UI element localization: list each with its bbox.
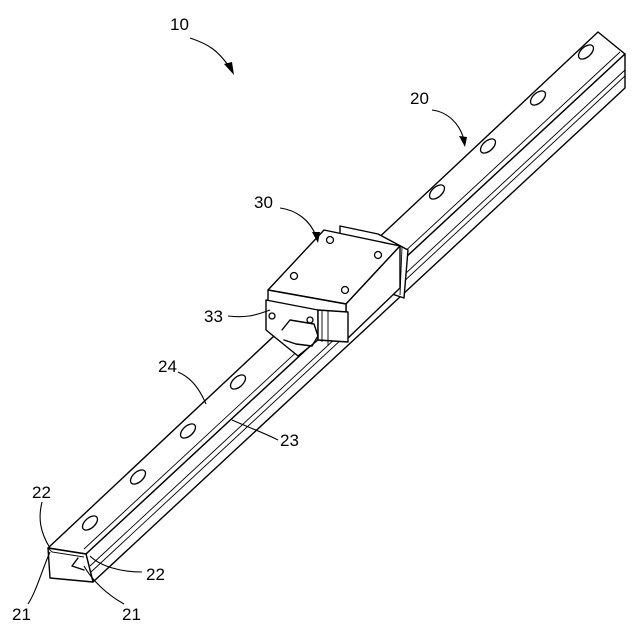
leader-assembly — [190, 38, 230, 68]
leader-end-seal — [228, 310, 270, 317]
label-block: 30 — [254, 193, 273, 212]
label-lower-right: 21 — [122, 605, 141, 624]
block-bolt-hole — [291, 273, 298, 280]
leader-block — [280, 208, 316, 236]
label-top-face: 24 — [158, 357, 177, 376]
leader-lower-left — [28, 552, 50, 604]
end-seal-screw-hole — [307, 317, 313, 323]
label-side-groove: 23 — [280, 431, 299, 450]
label-lower-left: 21 — [12, 605, 31, 624]
leader-rail — [432, 110, 464, 140]
block-bolt-hole — [342, 287, 349, 294]
leader-upper-left — [40, 502, 50, 548]
leader-top-face — [178, 372, 206, 404]
label-upper-right: 22 — [146, 565, 165, 584]
label-assembly: 10 — [170, 15, 189, 34]
arrowhead-assembly — [224, 62, 234, 75]
block-bolt-hole — [327, 237, 334, 244]
arrowhead-rail — [459, 136, 467, 147]
label-upper-left: 22 — [32, 483, 51, 502]
end-seal-screw-hole — [269, 313, 275, 319]
end-seal-side-face — [318, 310, 348, 342]
label-end-seal: 33 — [204, 307, 223, 326]
label-rail: 20 — [410, 89, 429, 108]
block-bolt-hole — [375, 252, 382, 259]
